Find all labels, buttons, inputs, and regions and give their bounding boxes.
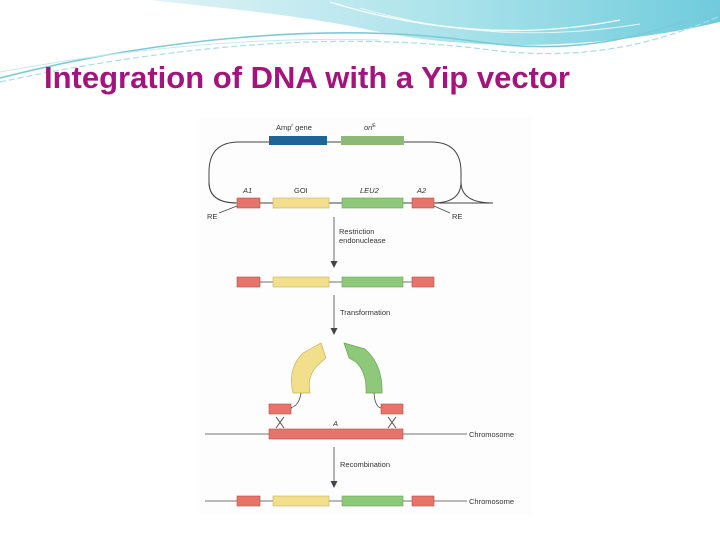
goi-arc — [291, 342, 327, 394]
goi-label: GOI — [294, 186, 308, 195]
re-left-label: RE — [207, 212, 217, 221]
restriction-arrowhead — [330, 261, 338, 268]
re-left-pointer — [218, 205, 238, 214]
integrated-a1-box — [236, 495, 261, 507]
loop-a1-box — [268, 403, 292, 415]
amp-gene-box — [269, 136, 327, 145]
transformation-label: Transformation — [340, 308, 390, 317]
a1-box — [236, 197, 261, 209]
integrated-goi-box — [272, 495, 330, 507]
leu2-box — [341, 197, 404, 209]
yip-integration-diagram: Ampr gene oriE A1 GOI LEU2 A2 RE RE Rest… — [199, 117, 531, 515]
chromosome-a-label: A — [332, 419, 338, 428]
slide-title: Integration of DNA with a Yip vector — [44, 60, 570, 95]
integrated-leu2-box — [341, 495, 404, 507]
leu2-arc — [343, 342, 383, 394]
loop-right-tail — [373, 392, 382, 409]
plasmid-bottom-line — [208, 181, 462, 204]
chromosome-label-2: Chromosome — [469, 497, 514, 506]
a1-label: A1 — [242, 186, 252, 195]
restriction-label-line2: endonuclease — [339, 236, 386, 245]
leu2-label: LEU2 — [360, 186, 380, 195]
ori-label: oriE — [364, 123, 376, 132]
ori-box — [341, 136, 404, 145]
fragment-leu2-box — [341, 276, 404, 288]
crossover-right-icon — [387, 416, 397, 429]
goi-box — [272, 197, 330, 209]
slide-header-swoosh — [0, 0, 720, 83]
chromosome-a-box — [268, 428, 404, 440]
a2-label: A2 — [416, 186, 427, 195]
chromosome-label-1: Chromosome — [469, 430, 514, 439]
integrated-a2-box — [411, 495, 435, 507]
fragment-a1-box — [236, 276, 261, 288]
a2-box — [411, 197, 435, 209]
fragment-goi-box — [272, 276, 330, 288]
recombination-arrowhead — [330, 481, 338, 488]
amp-gene-label: Ampr gene — [276, 123, 312, 132]
re-right-pointer — [433, 205, 451, 214]
fragment-a2-box — [411, 276, 435, 288]
re-right-label: RE — [452, 212, 462, 221]
transformation-arrowhead — [330, 328, 338, 335]
loop-a2-box — [380, 403, 404, 415]
crossover-left-icon — [275, 416, 285, 429]
recombination-label: Recombination — [340, 460, 390, 469]
restriction-label-line1: Restriction — [339, 227, 374, 236]
